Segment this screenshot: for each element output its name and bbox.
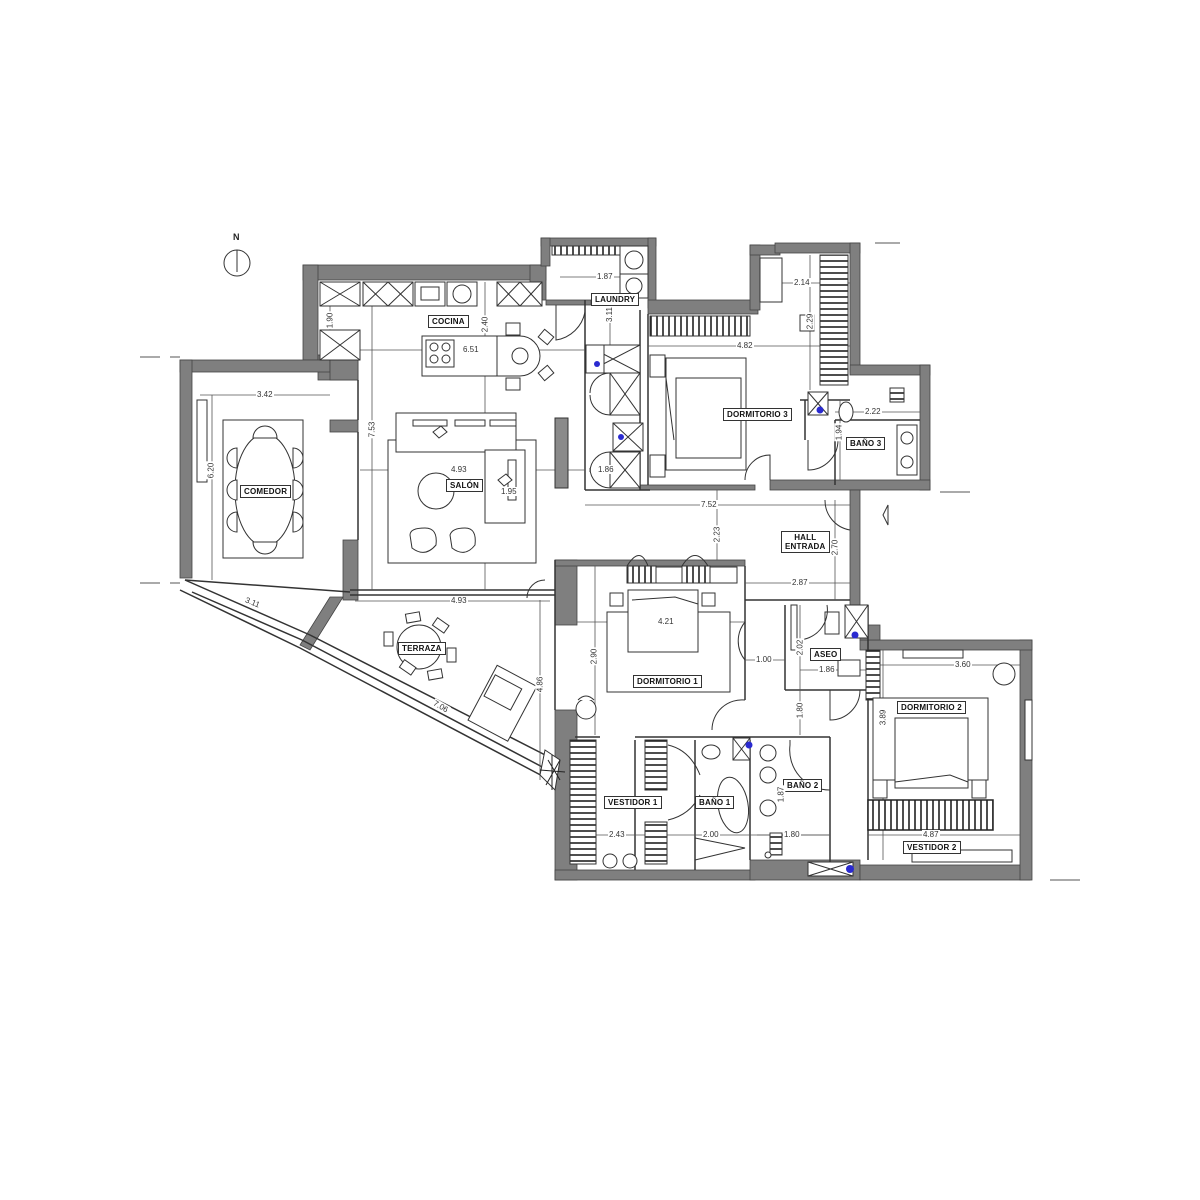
room-label-aseo: ASEO xyxy=(810,648,842,661)
room-label-bano-3: BAÑO 3 xyxy=(846,437,886,450)
room-label-salon: SALÓN xyxy=(446,479,483,492)
entry-doors xyxy=(824,499,889,531)
dim-terraza-height: 4.86 xyxy=(535,675,545,694)
dim-aseo-height: 2.02 xyxy=(795,638,805,657)
dim-bano2-height: 1.87 xyxy=(776,785,786,804)
dim-dormitorio1-height: 2.90 xyxy=(589,647,599,666)
north-arrow: N xyxy=(222,232,252,278)
living-room-furniture xyxy=(387,412,569,564)
axis-markers xyxy=(140,242,1080,881)
room-label-dormitorio-1: DORMITORIO 1 xyxy=(633,675,702,688)
dim-cocina-left: 1.90 xyxy=(325,311,335,330)
dim-salon-height: 7.53 xyxy=(367,420,377,439)
room-label-dormitorio-3: DORMITORIO 3 xyxy=(723,408,792,421)
dim-laundry-height: 3.11 xyxy=(604,306,614,323)
room-label-hall-entrada: HALL ENTRADA xyxy=(781,531,830,553)
north-label: N xyxy=(233,232,240,242)
dim-salon-small: 1.86 xyxy=(597,465,615,474)
dim-corridor-width: 7.52 xyxy=(700,500,718,509)
dim-dormitorio1-width: 4.21 xyxy=(657,617,675,626)
vestidor1-bano-fixtures xyxy=(569,737,854,877)
dim-dormitorio2-width: 3.60 xyxy=(954,660,972,669)
room-label-laundry: LAUNDRY xyxy=(591,293,640,306)
compass-north-arrow xyxy=(223,249,251,277)
dim-cocina-vertical: 2.40 xyxy=(480,315,490,334)
hall-label-line2: ENTRADA xyxy=(785,542,826,551)
bedroom3-furniture xyxy=(649,254,918,481)
dim-vestidor1-width: 2.43 xyxy=(608,830,626,839)
dim-comedor-height: 6.20 xyxy=(206,461,216,480)
dim-dormitorio2-height: 3.89 xyxy=(878,708,888,727)
aseo-fixtures xyxy=(790,604,881,721)
dim-aseo-width: 1.86 xyxy=(818,665,836,674)
dim-bano3-width: 2.22 xyxy=(864,407,882,416)
dim-terraza-width: 4.93 xyxy=(450,596,468,605)
dim-vestidor2-width: 4.87 xyxy=(922,830,940,839)
laundry-fixtures xyxy=(551,245,649,489)
walls xyxy=(179,237,1033,881)
dim-cocina-island: 6.51 xyxy=(462,345,480,354)
hall-label-line1: HALL xyxy=(794,533,817,542)
dim-dormitorio3-width: 4.82 xyxy=(736,341,754,350)
dim-passage-width: 1.00 xyxy=(755,655,773,664)
dim-salon-width: 4.93 xyxy=(450,465,468,474)
dim-passage-height: 1.80 xyxy=(795,701,805,720)
bedroom2-furniture xyxy=(867,649,1033,863)
room-label-dormitorio-2: DORMITORIO 2 xyxy=(897,701,966,714)
room-label-terraza: TERRAZA xyxy=(398,642,446,655)
dim-corridor-height: 2.23 xyxy=(712,525,722,544)
dim-bano2-width: 1.80 xyxy=(783,830,801,839)
room-label-bano-2: BAÑO 2 xyxy=(783,779,823,792)
dim-comedor-width: 3.42 xyxy=(256,390,274,399)
dim-dormitorio3-closet-width: 2.14 xyxy=(793,278,811,287)
kitchen-cabinets xyxy=(319,281,555,391)
dim-bano3-height: 1.94 xyxy=(834,423,844,442)
room-label-bano-1: BAÑO 1 xyxy=(695,796,735,809)
dim-dormitorio3-closet-height: 2.29 xyxy=(805,312,815,331)
dim-laundry-width: 1.87 xyxy=(596,272,614,281)
room-label-cocina: COCINA xyxy=(428,315,469,328)
dim-salon-chair: 1.95 xyxy=(500,487,518,496)
room-label-comedor: COMEDOR xyxy=(240,485,292,498)
dim-bano1-width: 2.00 xyxy=(702,830,720,839)
room-label-vestidor-2: VESTIDOR 2 xyxy=(903,841,961,854)
dim-hall-height: 2.70 xyxy=(830,538,840,557)
room-label-vestidor-1: VESTIDOR 1 xyxy=(604,796,662,809)
dim-hall-width: 2.87 xyxy=(791,578,809,587)
bedroom1-furniture xyxy=(575,555,746,731)
